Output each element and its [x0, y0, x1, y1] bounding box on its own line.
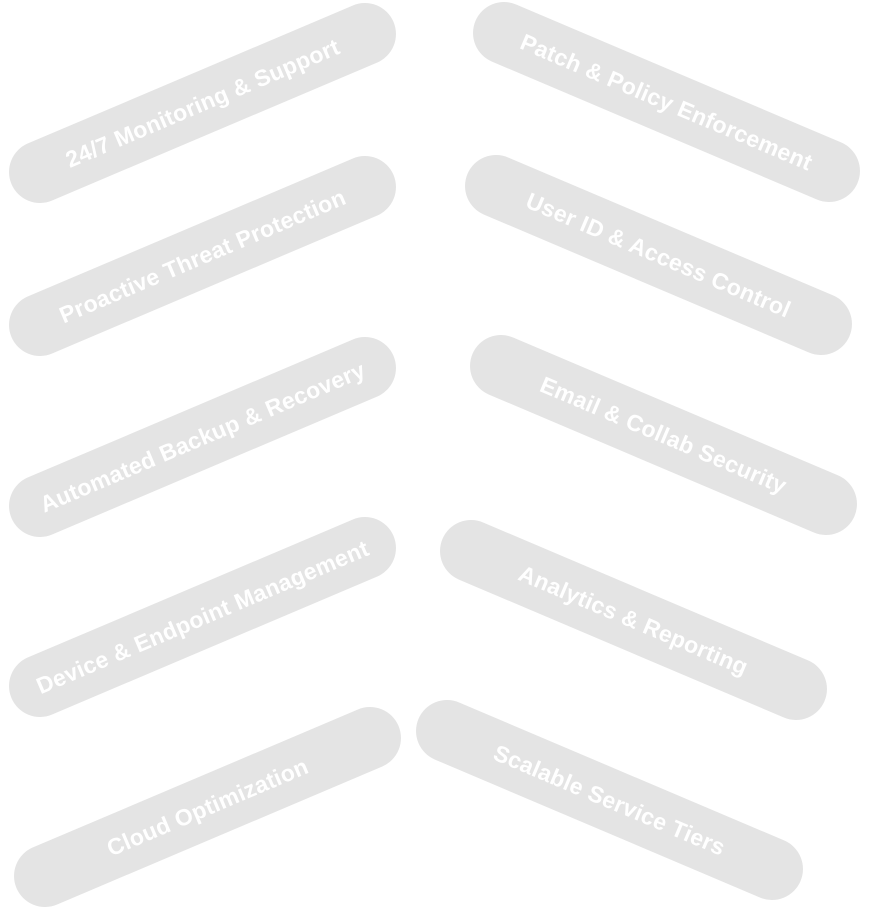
pill-label: User ID & Access Control [522, 186, 795, 323]
pill-label: Analytics & Reporting [515, 559, 753, 680]
pill-label: Patch & Policy Enforcement [516, 28, 817, 175]
pill-label: Cloud Optimization [102, 752, 312, 861]
service-pill-email-security: Email & Collab Security [460, 325, 867, 545]
pill-label: Email & Collab Security [536, 370, 791, 499]
service-pill-service-tiers: Scalable Service Tiers [406, 690, 813, 910]
pill-label: Scalable Service Tiers [489, 738, 730, 861]
service-pill-cloud: Cloud Optimization [4, 697, 411, 917]
service-pill-device-management: Device & Endpoint Management [0, 507, 406, 727]
pill-label: Automated Backup & Recovery [35, 356, 369, 518]
pill-label: Device & Endpoint Management [32, 534, 373, 699]
pill-label: 24/7 Monitoring & Support [61, 32, 344, 173]
service-pill-backup: Automated Backup & Recovery [0, 327, 406, 547]
service-pill-analytics: Analytics & Reporting [430, 510, 837, 730]
pill-label: Proactive Threat Protection [55, 183, 350, 328]
